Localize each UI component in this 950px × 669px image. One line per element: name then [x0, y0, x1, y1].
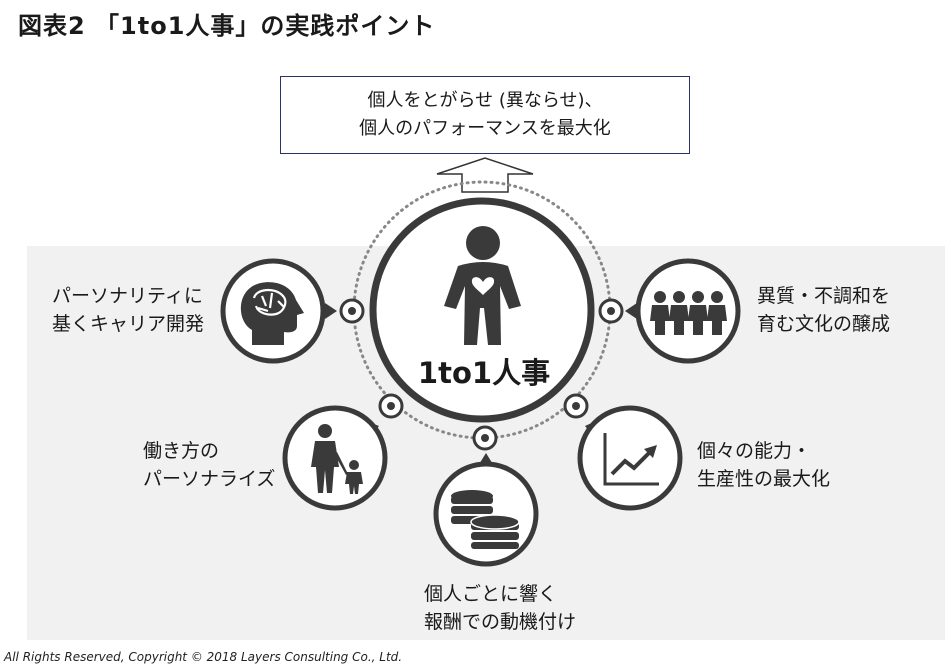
workstyle-label-line-1: 働き方の: [143, 440, 220, 462]
reward-label: 個人ごとに響く 報酬での動機付け: [424, 580, 576, 636]
career-label: パーソナリティに 基くキャリア開発: [52, 282, 204, 338]
goal-box: 個人をとがらせ (異ならせ)、 個人のパフォーマンスを最大化: [280, 76, 690, 154]
reward-label-line-1: 個人ごとに響く: [424, 583, 558, 605]
ability-label: 個々の能力・ 生産性の最大化: [697, 437, 830, 493]
connector-node: [598, 298, 624, 324]
goal-line-1: 個人をとがらせ (異ならせ)、: [367, 90, 603, 111]
career-label-line-2: 基くキャリア開発: [52, 313, 205, 335]
up-arrow-icon: [436, 157, 534, 193]
connector-node: [378, 393, 404, 419]
person-heart-icon: [444, 226, 521, 345]
people-group-icon: [650, 291, 727, 335]
coins-icon: [451, 490, 520, 549]
rising-chart-icon: [603, 433, 659, 486]
page-title: 図表2 「1to1人事」の実践ポイント: [18, 12, 436, 40]
connector-node: [339, 298, 365, 324]
culture-label-line-2: 育む文化の醸成: [757, 313, 891, 335]
reward-label-line-2: 報酬での動機付け: [424, 611, 577, 633]
copyright-notice: All Rights Reserved, Copyright © 2018 La…: [4, 650, 403, 664]
workstyle-label-line-2: パーソナライズ: [143, 468, 276, 490]
career-label-line-1: パーソナリティに: [52, 285, 203, 307]
culture-label-line-1: 異質・不調和を: [757, 285, 891, 307]
center-circle: [369, 197, 595, 423]
connector-node: [472, 425, 498, 451]
brain-head-icon: [240, 282, 304, 345]
ability-circle: [577, 405, 683, 511]
culture-label: 異質・不調和を 育む文化の醸成: [757, 282, 890, 338]
parent-child-icon: [311, 424, 363, 494]
workstyle-label: 働き方の パーソナライズ: [143, 437, 275, 493]
connector-node: [563, 393, 589, 419]
ability-label-line-2: 生産性の最大化: [697, 468, 831, 490]
center-label: 1to1人事: [417, 356, 551, 390]
goal-line-2: 個人のパフォーマンスを最大化: [359, 118, 611, 139]
ability-label-line-1: 個々の能力・: [697, 440, 812, 462]
culture-circle: [625, 258, 741, 364]
